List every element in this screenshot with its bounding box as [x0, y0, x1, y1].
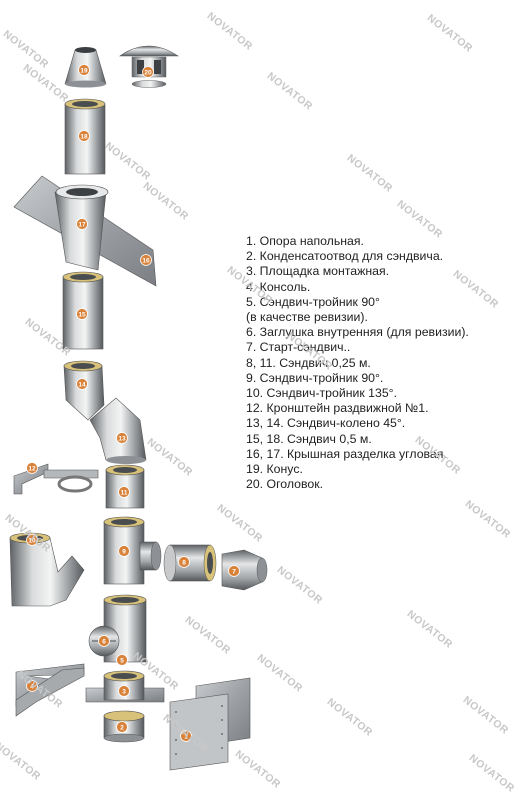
legend-item: 2. Конденсатоотвод для сэндвича.	[246, 249, 444, 264]
part-badge-12: 12	[26, 462, 38, 474]
part-12-bracket	[13, 463, 99, 495]
part-badge-label: 17	[78, 221, 86, 228]
part-badge-label: 16	[142, 257, 150, 264]
part-badge-label: 7	[232, 568, 236, 575]
part-badge-label: 2	[120, 724, 124, 731]
part-badge-13: 13	[116, 432, 128, 444]
part-badge-14: 14	[76, 378, 88, 390]
legend-item: 13, 14. Сэндвич-колено 45°.	[246, 416, 406, 431]
part-badge-3: 3	[118, 685, 130, 697]
part-badge-label: 8	[182, 559, 186, 566]
legend-item: 3. Площадка монтажная.	[246, 264, 390, 279]
part-badge-1: 1	[180, 730, 192, 742]
part-10-tee-135	[9, 532, 85, 607]
part-badge-11: 11	[118, 486, 130, 498]
part-badge-label: 12	[28, 465, 36, 472]
legend-item: 19. Конус.	[246, 462, 303, 477]
parts-legend: 1. Опора напольная.2. Конденсатоотвод дл…	[246, 234, 514, 492]
part-14-elbow	[63, 360, 105, 421]
part-badge-8: 8	[178, 556, 190, 568]
legend-item: 7. Старт-сэндвич..	[246, 340, 351, 355]
part-badge-5: 5	[116, 654, 128, 666]
part-badge-label: 3	[122, 688, 126, 695]
part-badge-label: 9	[122, 548, 126, 555]
part-13-elbow	[89, 397, 147, 464]
legend-item: 16, 17. Крышная разделка угловая.	[246, 446, 447, 461]
part-badge-label: 15	[78, 311, 86, 318]
part-badge-label: 18	[80, 133, 88, 140]
part-7-start-adapter	[221, 549, 268, 591]
legend-item: 5. Сэндвич-тройник 90°	[246, 294, 380, 309]
legend-item: 10. Сэндвич-тройник 135°.	[246, 386, 398, 401]
part-badge-9: 9	[118, 545, 130, 557]
part-badge-10: 10	[26, 534, 38, 546]
legend-item: (в качестве ревизии).	[246, 310, 368, 325]
part-badge-2: 2	[116, 721, 128, 733]
part-badge-15: 15	[76, 308, 88, 320]
part-badge-label: 11	[121, 489, 128, 496]
legend-item: 8, 11. Сэндвич 0,25 м.	[246, 355, 371, 370]
part-badge-label: 13	[118, 435, 126, 442]
legend-item: 12. Кронштейн раздвижной №1.	[246, 401, 429, 416]
part-badge-16: 16	[140, 254, 152, 266]
part-badge-7: 7	[228, 565, 240, 577]
legend-item: 9. Сэндвич-тройник 90°.	[246, 370, 384, 385]
part-badge-label: 5	[120, 657, 124, 664]
part-badge-label: 19	[80, 67, 88, 74]
part-badge-label: 1	[184, 733, 188, 740]
part-17-roof-flashing	[13, 175, 157, 287]
part-badge-label: 4	[30, 683, 34, 690]
legend-item: 4. Консоль.	[246, 279, 311, 294]
part-badge-label: 14	[78, 381, 86, 388]
part-badge-20: 20	[142, 66, 154, 78]
legend-item: 20. Оголовок.	[246, 477, 324, 492]
part-9-tee-90	[103, 516, 162, 585]
part-badge-label: 20	[144, 69, 152, 76]
legend-item: 6. Заглушка внутренняя (для ревизии).	[246, 325, 469, 340]
part-1-floor-support	[169, 677, 251, 771]
part-badge-18: 18	[78, 130, 90, 142]
part-badge-label: 6	[102, 638, 106, 645]
part-badge-17: 17	[76, 218, 88, 230]
part-badge-19: 19	[78, 64, 90, 76]
part-badge-label: 10	[28, 537, 36, 544]
part-4-console	[15, 663, 85, 717]
part-8-sandwich-pipe	[163, 544, 217, 582]
legend-item: 1. Опора напольная.	[246, 234, 364, 248]
part-badge-4: 4	[26, 680, 38, 692]
legend-item: 15, 18. Сэндвич 0,5 м.	[246, 431, 372, 446]
part-badge-6: 6	[98, 635, 110, 647]
